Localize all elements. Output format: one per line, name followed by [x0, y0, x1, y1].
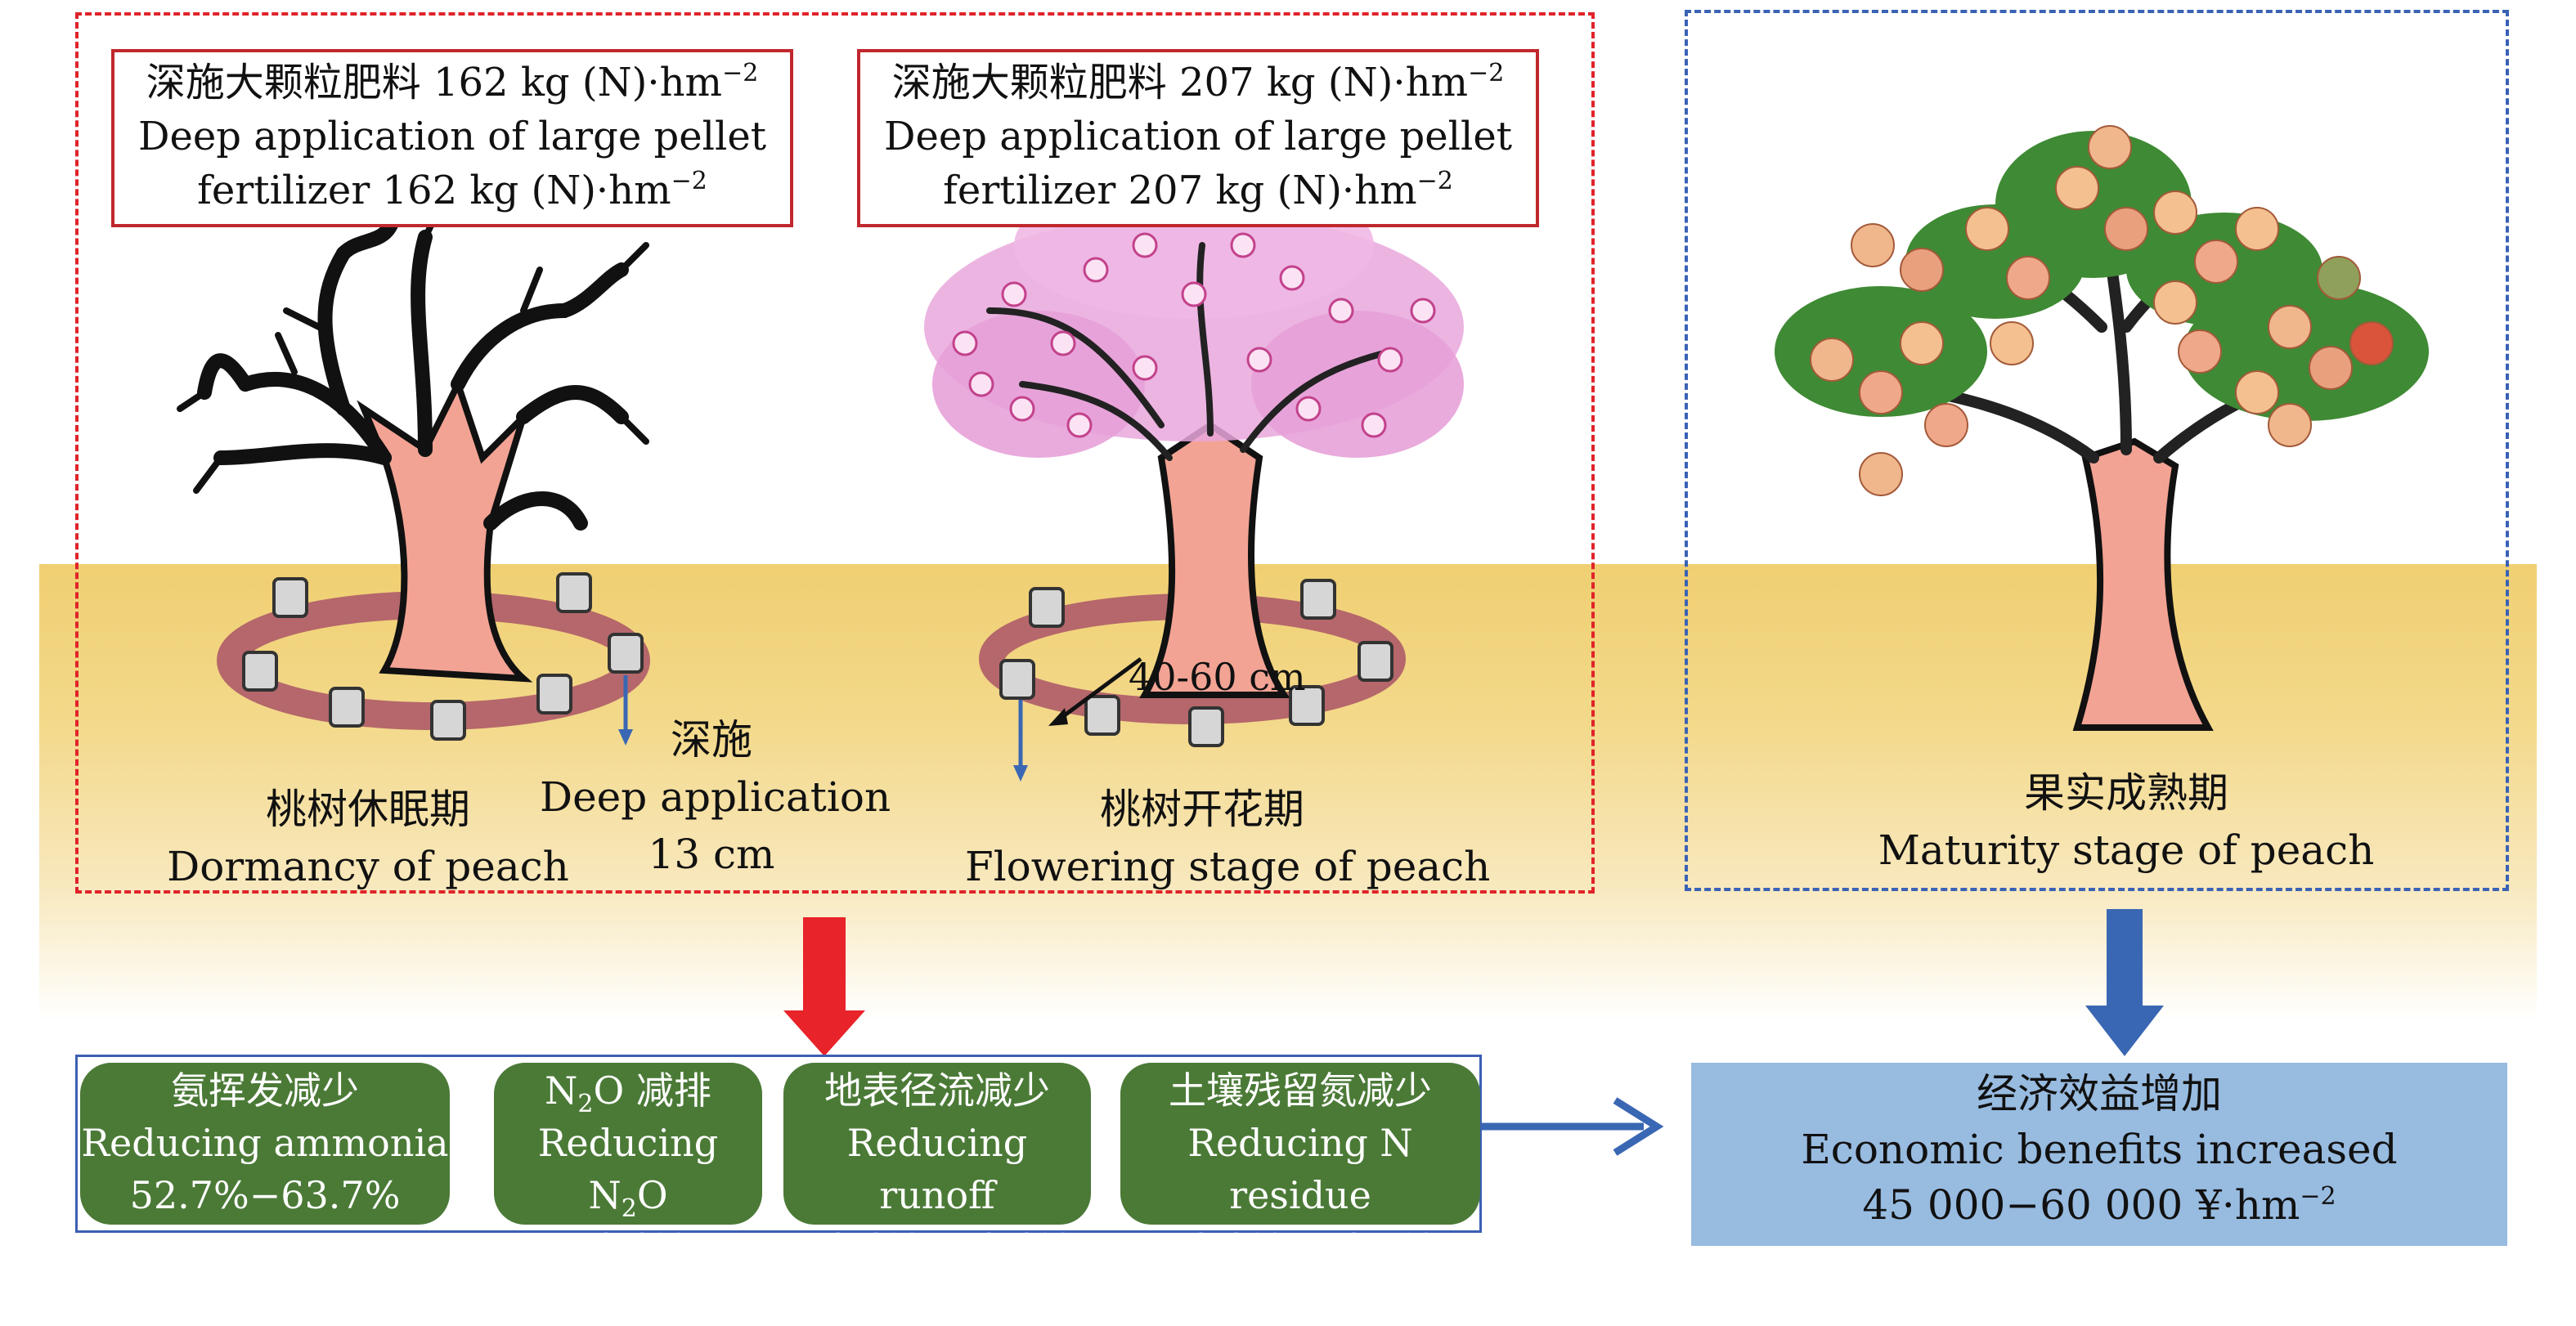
app2-en-line: Deep application of large pellet — [883, 114, 1513, 159]
mature-trunk — [2072, 437, 2214, 731]
app1-en-dose: fertilizer 162 kg (N)·hm — [197, 168, 671, 213]
effect-n-residue: 土壤残留氮减少 Reducing N residue 18.3%−26.5% — [1120, 1063, 1480, 1270]
ring-distance-label: 40-60 cm — [1129, 655, 1306, 699]
flowering-label: 桃树开花期 Flowering stage of peach — [965, 786, 1491, 890]
application-box-162: 深施大颗粒肥料 162 kg (N)·hm−2 Deep application… — [111, 49, 793, 227]
treatment-stage-frame — [75, 12, 1595, 894]
maturity-label: 果实成熟期 Maturity stage of peach — [1878, 769, 2375, 874]
app1-zh-line: 深施大颗粒肥料 162 kg (N)·hm — [146, 60, 723, 105]
app2-zh-line: 深施大颗粒肥料 207 kg (N)·hm — [891, 60, 1469, 105]
effect-ammonia: 氨挥发减少 Reducing ammonia 52.7%−63.7% — [80, 1063, 450, 1225]
dormancy-label: 桃树休眠期 Dormancy of peach — [167, 786, 569, 890]
dormant-tree — [177, 185, 650, 746]
soil-cylinders-1 — [242, 572, 644, 741]
dormant-trunk — [357, 375, 533, 683]
effect-runoff: 地表径流减少 Reducing runoff 48.6%−58.6% — [783, 1063, 1091, 1270]
effect-n2o: N2O 减排 Reducing N2O 56.6%−63.8% — [494, 1063, 762, 1322]
app2-en-dose: fertilizer 207 kg (N)·hm — [943, 168, 1417, 213]
flowering-trunk — [1139, 421, 1290, 698]
red-down-arrow — [783, 917, 865, 1056]
radius-arrowhead — [1048, 708, 1068, 726]
depth-arrow-2 — [1013, 765, 1028, 782]
application-box-207: 深施大颗粒肥料 207 kg (N)·hm−2 Deep application… — [857, 49, 1539, 227]
right-arrow — [1482, 1097, 1664, 1156]
radius-line — [1057, 656, 1142, 722]
blossoms — [952, 232, 1436, 438]
maturity-stage-frame — [1685, 10, 2509, 891]
deep-application-label: 深施 Deep application 13 cm — [540, 716, 891, 878]
blue-down-arrow — [2085, 909, 2164, 1056]
peaches — [1810, 125, 2394, 496]
soil-cylinders-2 — [999, 579, 1393, 747]
mature-tree — [1775, 125, 2429, 731]
app1-en-line: Deep application of large pellet — [137, 114, 767, 159]
depth-arrow-1 — [618, 729, 633, 746]
economic-benefit-box: 经济效益增加 Economic benefits increased 45 00… — [1691, 1063, 2507, 1246]
